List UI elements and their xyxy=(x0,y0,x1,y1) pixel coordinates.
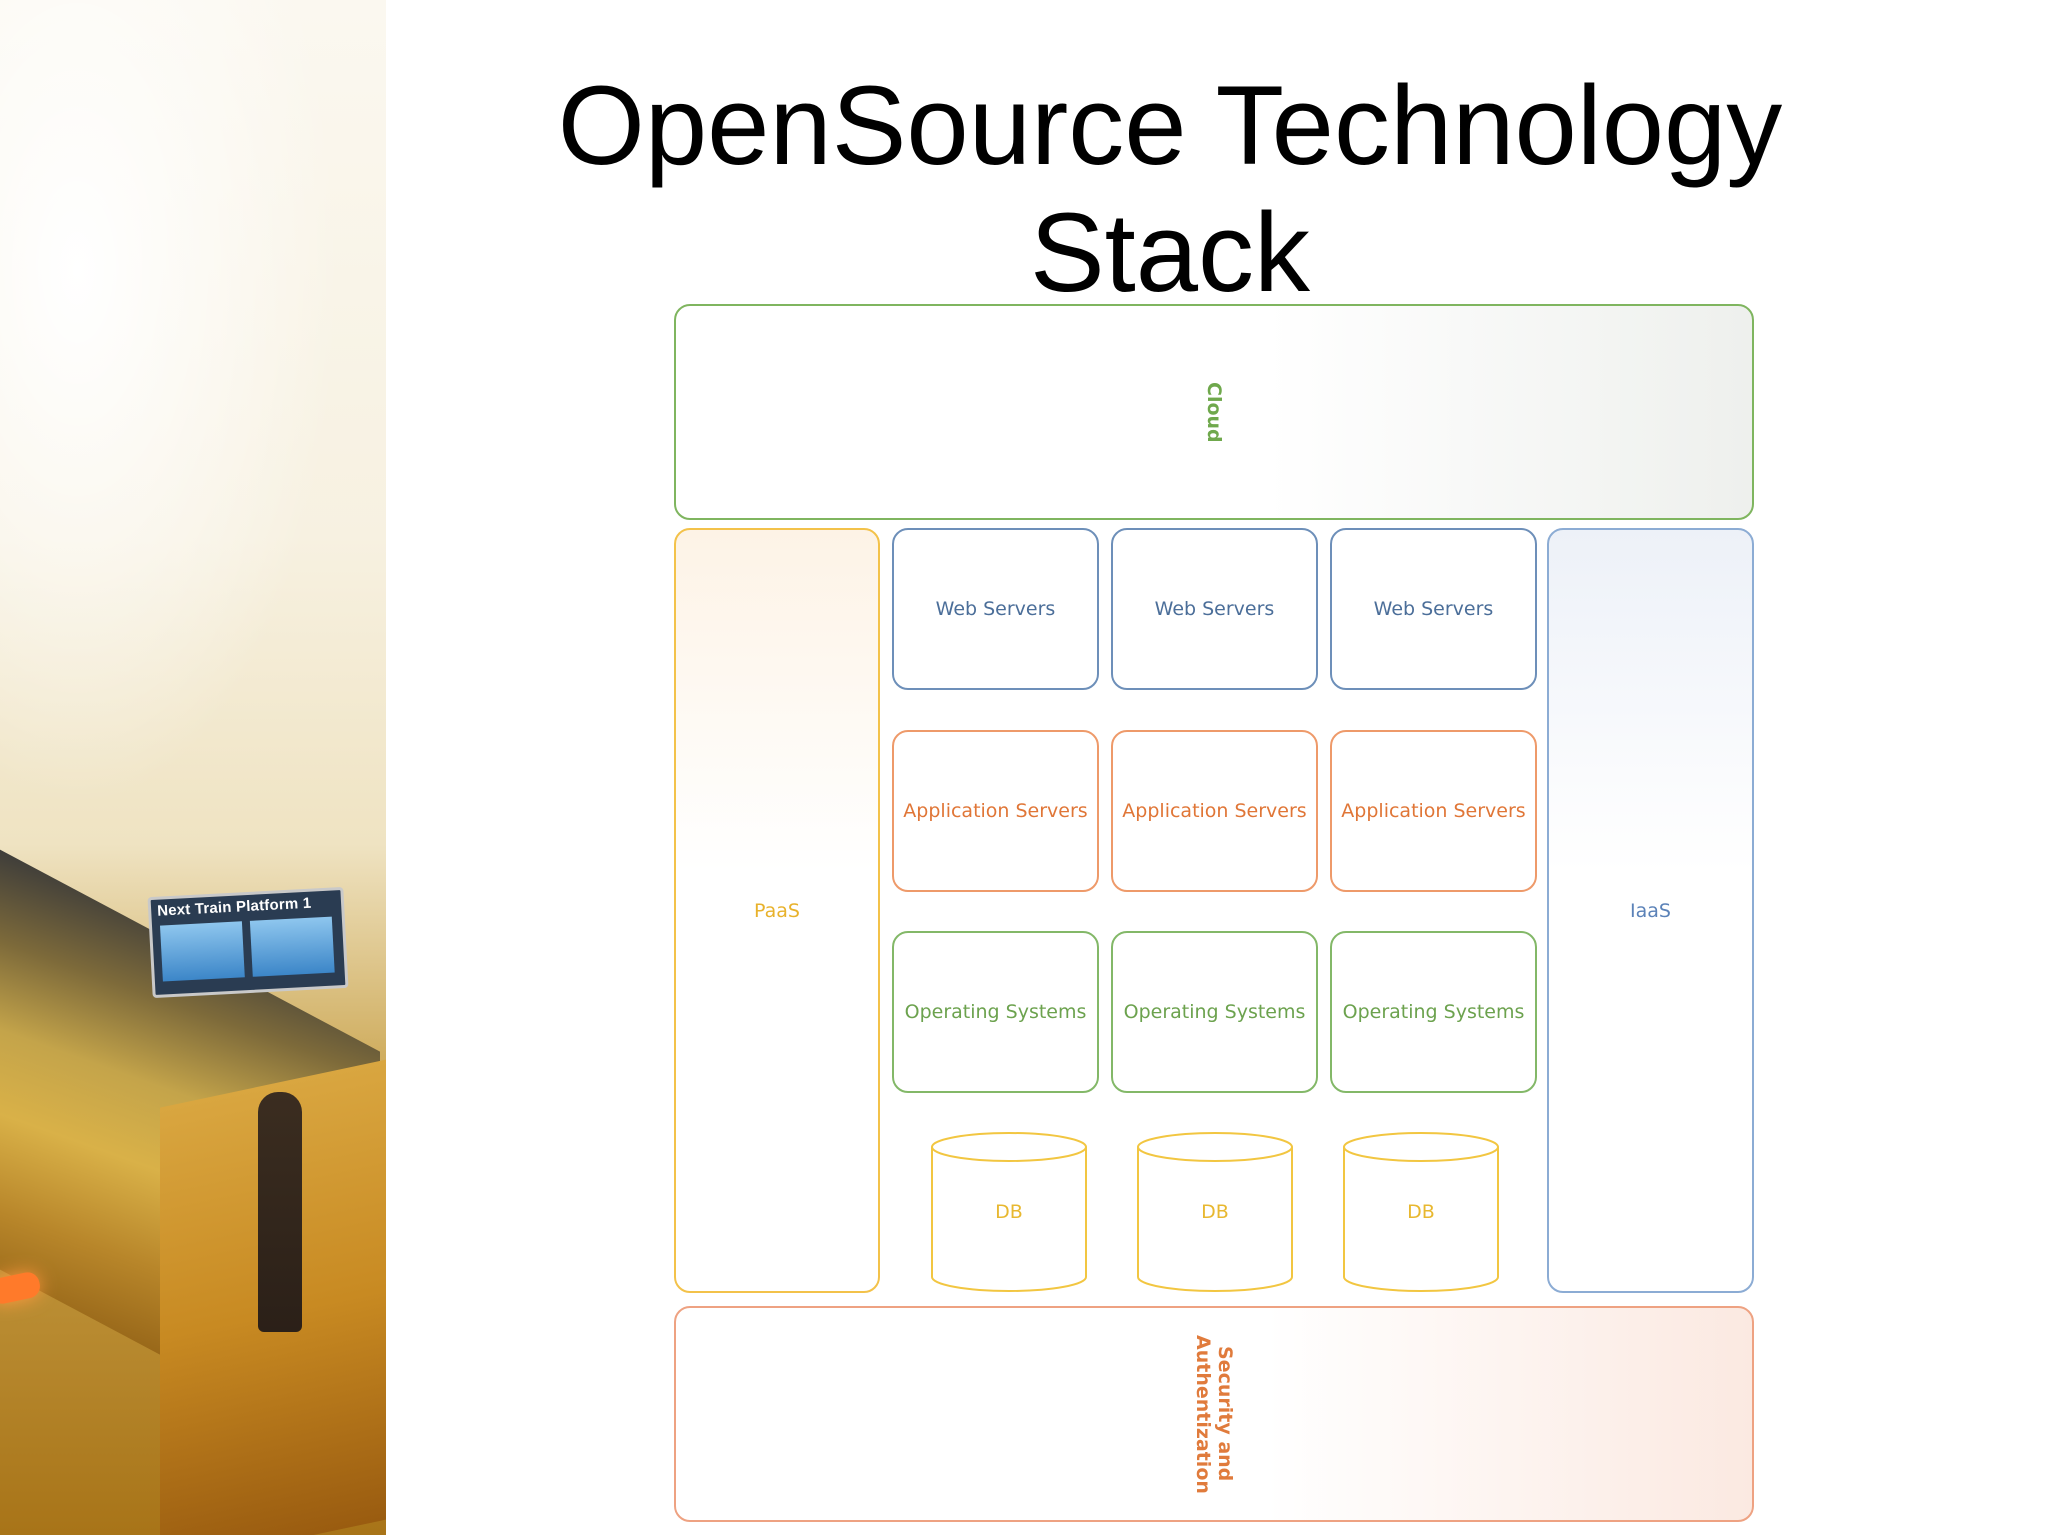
platform-sign-text: Next Train Platform 1 xyxy=(156,894,312,920)
train-headlight xyxy=(0,1270,43,1306)
operating-system-box: Operating Systems xyxy=(1330,931,1537,1093)
operating-system-label: Operating Systems xyxy=(1123,1001,1306,1023)
web-server-label: Web Servers xyxy=(1373,598,1494,620)
application-server-label: Application Servers xyxy=(903,800,1088,822)
database-icon xyxy=(931,1132,1087,1292)
database-cylinder: DB xyxy=(930,1131,1088,1293)
operating-system-label: Operating Systems xyxy=(1342,1001,1525,1023)
web-server-label: Web Servers xyxy=(1154,598,1275,620)
platform-sign: Next Train Platform 1 xyxy=(147,886,349,999)
application-server-label: Application Servers xyxy=(1122,800,1307,822)
database-label: DB xyxy=(995,1201,1023,1223)
application-server-box: Application Servers xyxy=(1111,730,1318,892)
cloud-label: Cloud xyxy=(1203,381,1225,443)
application-server-label: Application Servers xyxy=(1341,800,1526,822)
operating-system-box: Operating Systems xyxy=(1111,931,1318,1093)
application-server-box: Application Servers xyxy=(892,730,1099,892)
database-label: DB xyxy=(1201,1201,1229,1223)
station-ceiling xyxy=(0,0,386,900)
database-icon xyxy=(1137,1132,1293,1292)
sign-screen xyxy=(159,921,245,982)
cloud-layer: Cloud xyxy=(674,304,1754,520)
iaas-label: IaaS xyxy=(1630,899,1671,922)
application-server-box: Application Servers xyxy=(1330,730,1537,892)
paas-column: PaaS xyxy=(674,528,880,1293)
web-server-box: Web Servers xyxy=(892,528,1099,690)
database-icon xyxy=(1343,1132,1499,1292)
web-server-label: Web Servers xyxy=(935,598,1056,620)
web-server-box: Web Servers xyxy=(1330,528,1537,690)
sign-screen xyxy=(249,916,335,977)
web-server-box: Web Servers xyxy=(1111,528,1318,690)
train-station-photo: Next Train Platform 1 xyxy=(0,0,386,1535)
slide-title: OpenSource Technology Stack xyxy=(557,63,1783,315)
database-cylinder: DB xyxy=(1342,1131,1500,1293)
security-layer: Security and Authentization xyxy=(674,1306,1754,1522)
database-cylinder: DB xyxy=(1136,1131,1294,1293)
operating-system-box: Operating Systems xyxy=(892,931,1099,1093)
security-label: Security and Authentization xyxy=(1192,1334,1236,1494)
waiting-passenger xyxy=(258,1092,302,1332)
iaas-column: IaaS xyxy=(1547,528,1754,1293)
operating-system-label: Operating Systems xyxy=(904,1001,1087,1023)
database-label: DB xyxy=(1407,1201,1435,1223)
paas-label: PaaS xyxy=(754,899,800,922)
